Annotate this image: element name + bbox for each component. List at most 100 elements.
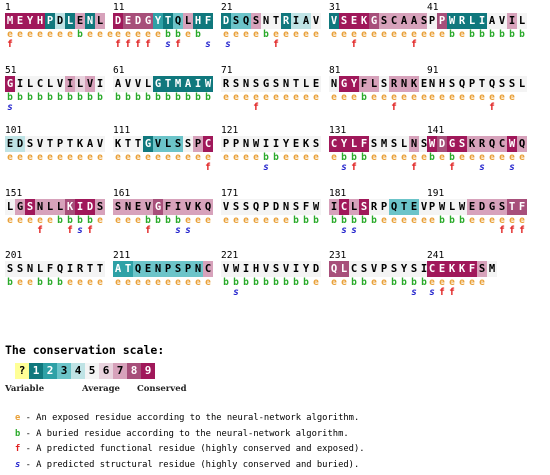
residue: Y xyxy=(339,136,349,152)
residue: N xyxy=(123,199,133,215)
legend: e - An exposed residue according to the … xyxy=(15,411,365,473)
residue: C xyxy=(339,199,349,215)
residue: I xyxy=(65,261,75,277)
residue: D xyxy=(133,13,143,29)
residue: P xyxy=(231,136,241,152)
residue: S xyxy=(271,261,281,277)
block-number: 131 xyxy=(329,125,347,136)
function-prediction-row: ·sf·····f xyxy=(341,162,417,173)
scale-cell: 5 xyxy=(85,363,99,379)
residue: P xyxy=(427,199,437,215)
residue: C xyxy=(329,136,339,152)
residue: L xyxy=(399,136,409,152)
residue: V xyxy=(281,261,291,277)
scale-cell: 7 xyxy=(113,363,127,379)
residue: Q xyxy=(487,136,497,152)
block-number: 41 xyxy=(427,2,439,13)
residue: Q xyxy=(241,13,251,29)
residue: I xyxy=(419,261,429,277)
residue: V xyxy=(183,199,193,215)
residue: I xyxy=(477,13,487,29)
block-number: 191 xyxy=(427,188,445,199)
residue: E xyxy=(311,76,321,92)
residue: Y xyxy=(281,136,291,152)
function-prediction-row: ········s xyxy=(411,287,417,298)
scale-label-average: Average xyxy=(82,384,120,394)
residue: Q xyxy=(203,199,213,215)
residue: F xyxy=(467,261,477,277)
residue: I xyxy=(65,76,75,92)
residue: S xyxy=(311,136,321,152)
block-number: 231 xyxy=(329,250,347,261)
residue: S xyxy=(5,261,15,277)
residue: T xyxy=(507,199,517,215)
residue: R xyxy=(477,136,487,152)
scale-cell: 6 xyxy=(99,363,113,379)
residue: W xyxy=(311,199,321,215)
residue: S xyxy=(419,13,429,29)
scale-cell: 8 xyxy=(127,363,141,379)
residue: A xyxy=(183,76,193,92)
residue: S xyxy=(419,136,429,152)
residue: N xyxy=(427,76,437,92)
residue: V xyxy=(369,261,379,277)
residue: W xyxy=(427,136,437,152)
scale-label-conserved: Conserved xyxy=(137,384,187,394)
scale-cell: 9 xyxy=(141,363,155,379)
residue: V xyxy=(497,13,507,29)
residue: T xyxy=(45,136,55,152)
residue: V xyxy=(419,199,429,215)
residue: N xyxy=(399,76,409,92)
residue: G xyxy=(447,136,457,152)
residue: S xyxy=(477,261,487,277)
residue: K xyxy=(75,136,85,152)
residue: D xyxy=(477,199,487,215)
residue: W xyxy=(507,136,517,152)
residue: T xyxy=(399,199,409,215)
residue: A xyxy=(487,13,497,29)
residue: L xyxy=(517,13,527,29)
residue: E xyxy=(437,261,447,277)
residue: P xyxy=(261,199,271,215)
function-prediction-row: ·········f xyxy=(205,162,211,173)
residue: L xyxy=(45,199,55,215)
residue: G xyxy=(143,136,153,152)
residue: A xyxy=(409,13,419,29)
residue: I xyxy=(291,13,301,29)
residue: N xyxy=(241,136,251,152)
residue: C xyxy=(203,136,213,152)
block-number: 121 xyxy=(221,125,239,136)
residue: A xyxy=(399,13,409,29)
residue: L xyxy=(143,76,153,92)
function-prediction-row: ···f··fsf xyxy=(37,225,93,236)
residue: S xyxy=(497,199,507,215)
block-number: 161 xyxy=(113,188,131,199)
residue: F xyxy=(163,199,173,215)
residue: D xyxy=(15,136,25,152)
residue: G xyxy=(5,76,15,92)
residue: I xyxy=(241,261,251,277)
residue: K xyxy=(193,199,203,215)
residue: N xyxy=(241,76,251,92)
residue: W xyxy=(447,13,457,29)
residue: R xyxy=(221,76,231,92)
block-number: 201 xyxy=(5,250,23,261)
legend-item-exposed: e - An exposed residue according to the … xyxy=(15,413,360,423)
residue: C xyxy=(427,261,437,277)
residue: Q xyxy=(55,261,65,277)
block-number: 211 xyxy=(113,250,131,261)
block-number: 31 xyxy=(329,2,341,13)
residue: V xyxy=(35,136,45,152)
residue: F xyxy=(301,199,311,215)
